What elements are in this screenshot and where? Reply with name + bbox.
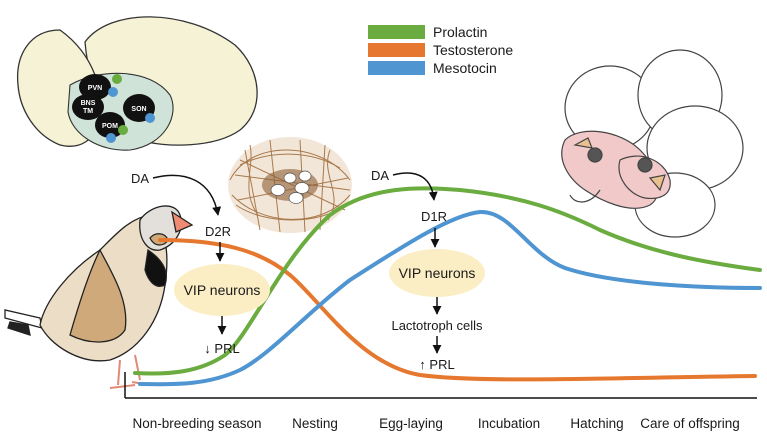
da-label-left: DA [131,171,149,186]
prl-down-label: ↓ PRL [204,341,239,356]
nucleus-label-pvn: PVN [88,85,102,92]
legend-label-prolactin: Prolactin [433,24,487,40]
testosterone-curve [158,238,757,382]
legend: Prolactin Testosterone Mesotocin [368,24,513,76]
mesotocin-dot [145,113,155,123]
stage-hatching: Hatching [570,416,623,431]
pathway-right: DA D1R VIP neurons Lactotroph cells ↑ PR… [371,168,485,372]
nucleus-label-pom: POM [102,123,118,130]
hormone-curves [133,186,762,387]
stage-non-breeding: Non-breeding season [132,416,261,431]
prolactin-dot [118,125,128,135]
stage-care-of-offspring: Care of offspring [640,416,740,431]
vip-neurons-label-right: VIP neurons [399,265,476,281]
legend-label-testosterone: Testosterone [433,42,513,58]
mesotocin-dot [106,133,116,143]
mesotocin-curve [138,209,762,387]
legend-swatch-prolactin [368,25,425,39]
pituitary-illustration [561,49,744,238]
vip-neurons-ellipse-right [389,249,485,297]
prolactin-dot [112,74,122,84]
legend-swatch-mesotocin [368,61,425,75]
stage-egg-laying: Egg-laying [379,416,443,431]
legend-swatch-testosterone [368,43,425,57]
nest-illustration [228,137,352,233]
prl-up-label: ↑ PRL [419,357,454,372]
nucleus-label-son: SON [131,106,146,113]
pathway-left: DA D2R VIP neurons ↓ PRL [131,171,270,356]
d1r-label: D1R [421,209,447,224]
d2r-label: D2R [205,224,231,239]
lactotroph-cells-label: Lactotroph cells [391,318,483,333]
da-label-right: DA [371,168,389,183]
zebra-finch-illustration [4,205,194,389]
vip-neurons-ellipse-left [174,264,270,316]
prolactin-curve [133,186,762,376]
legend-label-mesotocin: Mesotocin [433,60,497,76]
stage-labels: Non-breeding season Nesting Egg-laying I… [132,416,739,431]
stage-incubation: Incubation [478,416,540,431]
vip-neurons-label-left: VIP neurons [184,282,261,298]
stage-nesting: Nesting [292,416,338,431]
mesotocin-dot [108,87,118,97]
